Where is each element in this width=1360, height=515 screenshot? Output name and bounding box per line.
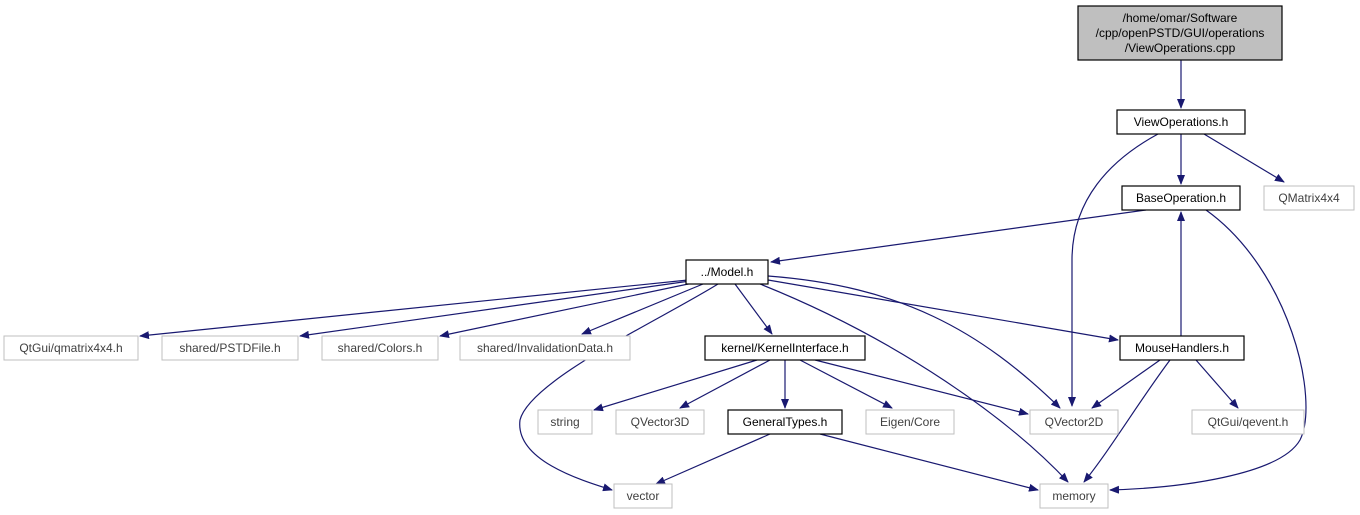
node-memory[interactable]: memory xyxy=(1039,483,1109,509)
node-box xyxy=(321,335,439,361)
edge-model_h-to-kernel_kernelinterface_h xyxy=(734,283,773,335)
node-label: BaseOperation.h xyxy=(1136,191,1226,205)
node-label: QtGui/qmatrix4x4.h xyxy=(19,341,122,355)
node-eigen-core[interactable]: Eigen/Core xyxy=(865,409,955,435)
node-box xyxy=(865,409,955,435)
edge-model_h-to-qtgui_qmatrix4x4_h xyxy=(139,279,689,340)
edge-mousehandlers_h-to-qvector2d xyxy=(1091,359,1161,409)
node-box xyxy=(1121,185,1241,211)
node-box xyxy=(3,335,139,361)
node-label: ViewOperations.h xyxy=(1134,115,1229,129)
node-box xyxy=(1191,409,1305,435)
node-view-operations-cpp[interactable]: /home/omar/Software/cpp/openPSTD/GUI/ope… xyxy=(1077,5,1283,61)
node-shared-invalidationdata-h[interactable]: shared/InvalidationData.h xyxy=(459,335,631,361)
node-vector[interactable]: vector xyxy=(613,483,673,509)
edge-model_h-to-vector xyxy=(519,283,719,492)
node-qtgui-qmatrix4x4-h[interactable]: QtGui/qmatrix4x4.h xyxy=(3,335,139,361)
node-qvector3d[interactable]: QVector3D xyxy=(615,409,705,435)
edge-generaltypes_h-to-vector xyxy=(655,433,771,485)
node-box xyxy=(613,483,673,509)
node-box xyxy=(537,409,593,435)
node-label: kernel/KernelInterface.h xyxy=(721,341,848,355)
edge-kernel_kernelinterface_h-to-qvector3d xyxy=(679,359,771,409)
node-box xyxy=(615,409,705,435)
node-string[interactable]: string xyxy=(537,409,593,435)
node-shared-colors-h[interactable]: shared/Colors.h xyxy=(321,335,439,361)
edge-mousehandlers_h-to-memory xyxy=(1083,359,1171,483)
node-label: shared/PSTDFile.h xyxy=(179,341,280,355)
node-box xyxy=(1077,5,1283,61)
node-qtgui-qevent-h[interactable]: QtGui/qevent.h xyxy=(1191,409,1305,435)
node-box xyxy=(1039,483,1109,509)
edge-model_h-to-shared_pstdfile_h xyxy=(299,280,691,339)
node-label: /cpp/openPSTD/GUI/operations xyxy=(1096,26,1265,40)
edge-kernel_kernelinterface_h-to-string xyxy=(593,359,758,412)
node-generaltypes-h[interactable]: GeneralTypes.h xyxy=(727,409,843,435)
node-label: QMatrix4x4 xyxy=(1278,191,1340,205)
edge-view_operations_h-to-qmatrix4x4 xyxy=(1203,133,1285,183)
node-label: /home/omar/Software xyxy=(1123,11,1238,25)
node-qmatrix4x4[interactable]: QMatrix4x4 xyxy=(1263,185,1355,211)
node-model-h[interactable]: ../Model.h xyxy=(685,259,769,285)
node-label: QtGui/qevent.h xyxy=(1208,415,1289,429)
edge-base_operation_h-to-memory xyxy=(1109,209,1307,494)
node-box xyxy=(704,335,866,361)
node-base-operation-h[interactable]: BaseOperation.h xyxy=(1121,185,1241,211)
node-box xyxy=(685,259,769,285)
node-mousehandlers-h[interactable]: MouseHandlers.h xyxy=(1119,335,1245,361)
edge-model_h-to-shared_invalidationdata_h xyxy=(581,283,704,335)
node-box xyxy=(459,335,631,361)
node-label: MouseHandlers.h xyxy=(1135,341,1229,355)
edges-layer xyxy=(139,60,1307,494)
node-label: vector xyxy=(627,489,660,503)
node-label: QVector2D xyxy=(1045,415,1104,429)
node-label: Eigen/Core xyxy=(880,415,940,429)
node-label: QVector3D xyxy=(631,415,690,429)
node-box xyxy=(1029,409,1119,435)
node-box xyxy=(1263,185,1355,211)
node-box xyxy=(727,409,843,435)
edge-view_operations_h-to-qvector2d xyxy=(1068,133,1159,407)
node-box xyxy=(1119,335,1245,361)
edge-mousehandlers_h-to-qtgui_qevent_h xyxy=(1195,359,1239,409)
edge-base_operation_h-to-model_h xyxy=(770,209,1147,265)
node-label: shared/InvalidationData.h xyxy=(477,341,613,355)
node-qvector2d[interactable]: QVector2D xyxy=(1029,409,1119,435)
nodes-layer: /home/omar/Software/cpp/openPSTD/GUI/ope… xyxy=(3,5,1355,509)
edge-model_h-to-shared_colors_h xyxy=(439,282,694,339)
node-shared-pstdfile-h[interactable]: shared/PSTDFile.h xyxy=(161,335,299,361)
node-label: GeneralTypes.h xyxy=(743,415,828,429)
edge-generaltypes_h-to-memory xyxy=(819,433,1039,492)
node-label: string xyxy=(550,415,579,429)
edge-model_h-to-mousehandlers_h xyxy=(767,279,1119,343)
edge-kernel_kernelinterface_h-to-qvector2d xyxy=(814,359,1029,416)
node-kernel-kernelinterface-h[interactable]: kernel/KernelInterface.h xyxy=(704,335,866,361)
node-label: memory xyxy=(1052,489,1095,503)
node-label: shared/Colors.h xyxy=(338,341,423,355)
edge-model_h-to-qvector2d xyxy=(767,275,1061,409)
edge-model_h-to-memory xyxy=(759,283,1069,483)
node-view-operations-h[interactable]: ViewOperations.h xyxy=(1116,109,1246,135)
node-label: ../Model.h xyxy=(701,265,754,279)
node-box xyxy=(161,335,299,361)
edge-kernel_kernelinterface_h-to-eigen_core xyxy=(799,359,893,409)
node-box xyxy=(1116,109,1246,135)
node-label: /ViewOperations.cpp xyxy=(1125,41,1236,55)
